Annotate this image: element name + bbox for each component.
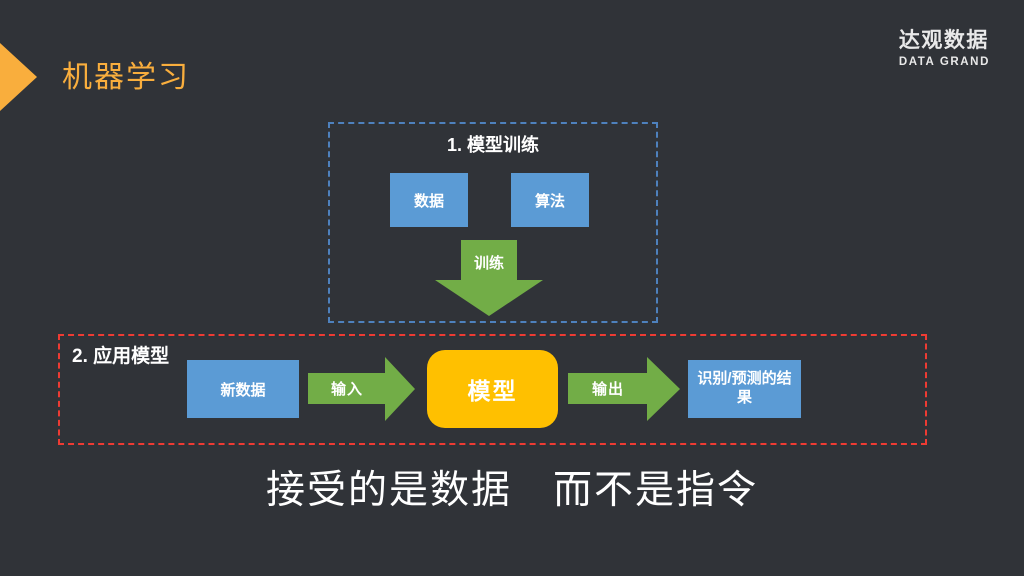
result-node: 识别/预测的结果 [688,360,801,418]
apply-section-frame [58,334,927,445]
train-arrow-head [435,280,543,316]
apply-section-title: 2. 应用模型 [72,346,170,367]
data-node: 数据 [390,173,468,227]
output-arrow-label: 输出 [591,381,624,398]
input-arrow: 输入 [308,357,415,421]
input-arrow-label: 输入 [330,381,363,398]
output-arrow-body: 输出 [568,373,648,404]
training-section-title: 1. 模型训练 [446,135,539,155]
new-data-node: 新数据 [187,360,299,418]
algorithm-node: 算法 [511,173,589,227]
caption: 接受的是数据 而不是指令 [265,469,758,512]
model-node: 模型 [427,350,558,428]
brand-logo: 达观数据 DATA GRAND [899,24,990,68]
train-arrow: 训练 [435,240,543,316]
input-arrow-body: 输入 [308,373,386,404]
train-arrow-label: 训练 [473,255,504,272]
input-arrow-head [385,357,415,421]
train-arrow-stem [461,240,517,281]
brand-logo-cn: 达观数据 [898,29,989,52]
page-title: 机器学习 [62,61,190,94]
brand-logo-en: DATA GRAND [898,56,990,68]
accent-triangle-icon [0,43,37,111]
output-arrow-head [647,357,680,421]
output-arrow: 输出 [568,357,680,421]
training-section-frame [328,122,658,323]
